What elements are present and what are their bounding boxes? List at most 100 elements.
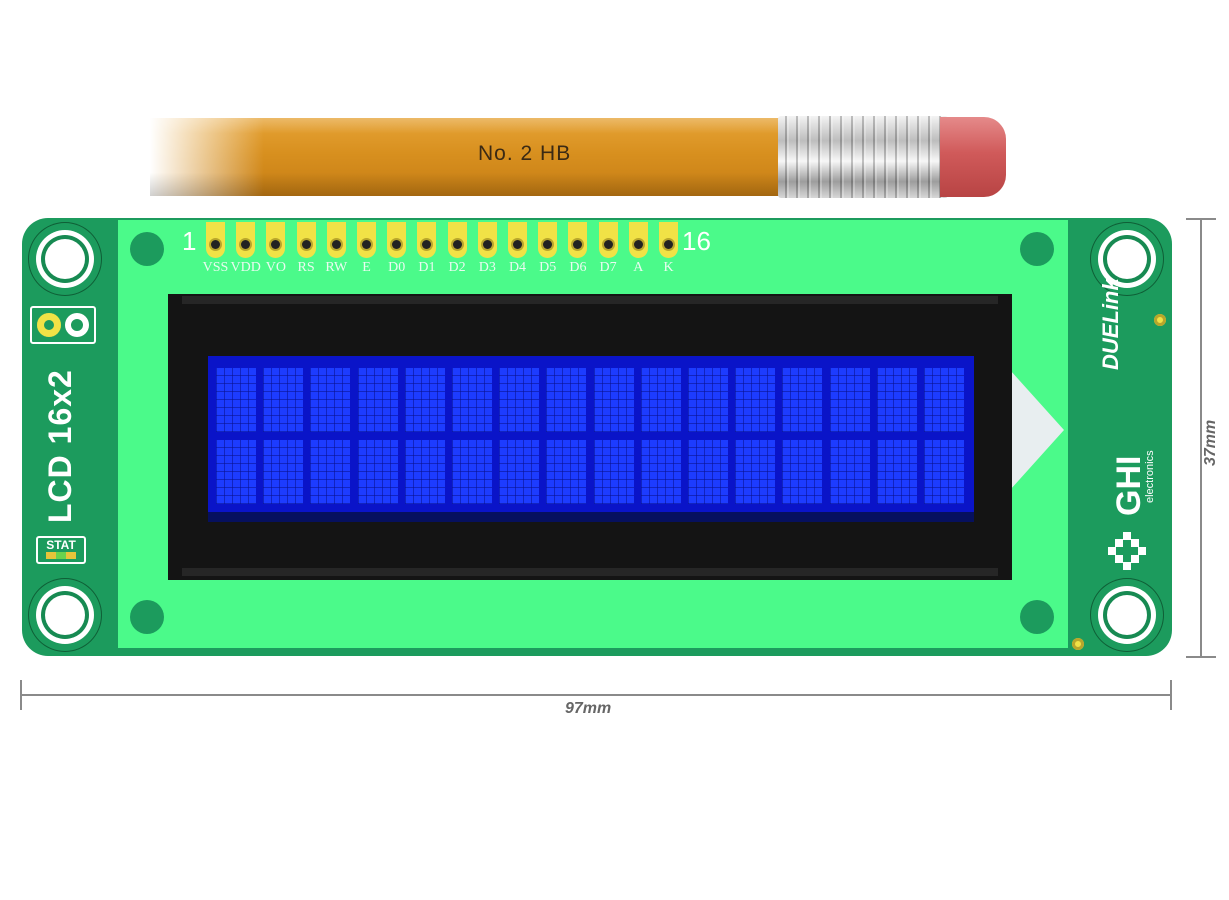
lcd-bezel-edge	[182, 296, 998, 304]
dimension-tick	[1186, 656, 1216, 658]
fiducial-icon	[130, 600, 164, 634]
pencil-ferrule	[778, 116, 948, 198]
pin-pad-icon	[236, 222, 256, 258]
pin-label: D6	[569, 260, 587, 275]
pin-label: D0	[388, 260, 406, 275]
dimension-tick	[1186, 218, 1216, 220]
pin-label: RW	[325, 260, 348, 275]
character-cell	[310, 368, 351, 432]
pin-number-first: 1	[182, 226, 197, 256]
pin-label: D1	[418, 260, 436, 275]
width-dimension-label: 97mm	[565, 700, 612, 717]
character-cell	[499, 440, 540, 504]
character-cell	[404, 440, 445, 504]
pin-pad-icon	[477, 222, 497, 258]
character-cell	[452, 368, 492, 432]
pin-pad-icon	[206, 222, 225, 258]
character-cell	[924, 368, 964, 432]
jumper-pad-icon	[65, 313, 89, 337]
character-cell	[924, 440, 964, 504]
lcd-bezel-edge	[182, 568, 998, 576]
character-cell	[593, 368, 634, 432]
character-cell	[688, 440, 728, 504]
character-cell	[216, 368, 256, 432]
character-cell	[452, 440, 492, 504]
character-cell	[546, 440, 587, 504]
pin-pad-icon	[266, 222, 286, 258]
character-cell	[782, 368, 823, 432]
pin-pad-icon	[538, 222, 558, 258]
fiducial-icon	[1020, 232, 1054, 266]
fiducial-icon	[1020, 600, 1054, 634]
via-icon	[1072, 638, 1084, 650]
pin-label: D2	[448, 260, 466, 275]
ghi-logo-icon	[1108, 532, 1146, 570]
mounting-hole-icon	[28, 578, 102, 652]
pin-label: D7	[599, 260, 617, 275]
pin-label: E	[362, 260, 371, 275]
character-cell	[263, 368, 304, 432]
character-cell	[593, 440, 634, 504]
height-dimension-line	[1200, 218, 1202, 658]
pencil-body: No. 2 HB	[150, 118, 782, 196]
pin-label: D3	[478, 260, 496, 275]
character-cell	[640, 368, 681, 432]
character-cell	[357, 368, 398, 432]
character-cell	[546, 368, 587, 432]
jumper-pad-icon	[37, 313, 61, 337]
jumper-header	[30, 306, 96, 344]
character-cell	[876, 440, 917, 504]
status-led-label: STAT	[46, 538, 76, 552]
character-cell	[829, 440, 870, 504]
pin-pad-icon	[326, 222, 346, 258]
character-cell	[876, 368, 917, 432]
height-dimension-label: 37mm	[1202, 419, 1219, 466]
board-title: LCD 16x2	[42, 369, 78, 523]
status-led-icon	[46, 552, 76, 559]
pin-pad-icon	[387, 222, 407, 258]
pin-label: VDD	[230, 260, 261, 275]
character-cell	[782, 440, 823, 504]
width-dimension-line	[20, 694, 1172, 696]
dimension-tick	[1170, 680, 1172, 710]
mounting-hole-icon	[1090, 222, 1164, 296]
character-cell	[216, 440, 256, 504]
pin-label: K	[663, 260, 674, 275]
status-led: STAT	[36, 536, 86, 564]
pin-label: D5	[539, 260, 557, 275]
pin-label: RS	[297, 260, 315, 275]
character-cell	[357, 440, 398, 504]
character-cell	[640, 440, 681, 504]
via-icon	[1154, 314, 1166, 326]
pin-label: D4	[508, 260, 527, 275]
pencil-label: No. 2 HB	[478, 142, 572, 165]
pin-number-last: 16	[682, 226, 711, 256]
character-cell	[499, 368, 540, 432]
character-cell	[735, 368, 776, 432]
pin-label: VSS	[202, 260, 229, 275]
lcd-screen-shadow	[208, 512, 974, 522]
character-cell	[735, 440, 776, 504]
backlight-tab	[1010, 370, 1064, 490]
pin-pad-icon	[296, 222, 316, 258]
pin-pad-icon	[357, 222, 376, 258]
pin-pad-icon	[598, 222, 618, 258]
pin-pad-icon	[508, 222, 527, 258]
pin-pad-icon	[568, 222, 588, 258]
brand-label: DUELink	[1098, 278, 1123, 370]
pin-pad-icon	[417, 222, 437, 258]
pin-pad-icon	[659, 222, 678, 258]
mounting-hole-icon	[1090, 578, 1164, 652]
pin-pad-icon	[447, 222, 467, 258]
pencil-eraser	[940, 117, 1006, 197]
character-cell	[404, 368, 445, 432]
pin-label: VO	[265, 260, 287, 275]
character-cell	[829, 368, 870, 432]
dimension-tick	[20, 680, 22, 710]
mounting-hole-icon	[28, 222, 102, 296]
pin-label: A	[633, 260, 644, 275]
pencil: No. 2 HB	[150, 116, 1010, 200]
maker-subtitle: electronics	[1144, 450, 1156, 503]
fiducial-icon	[130, 232, 164, 266]
